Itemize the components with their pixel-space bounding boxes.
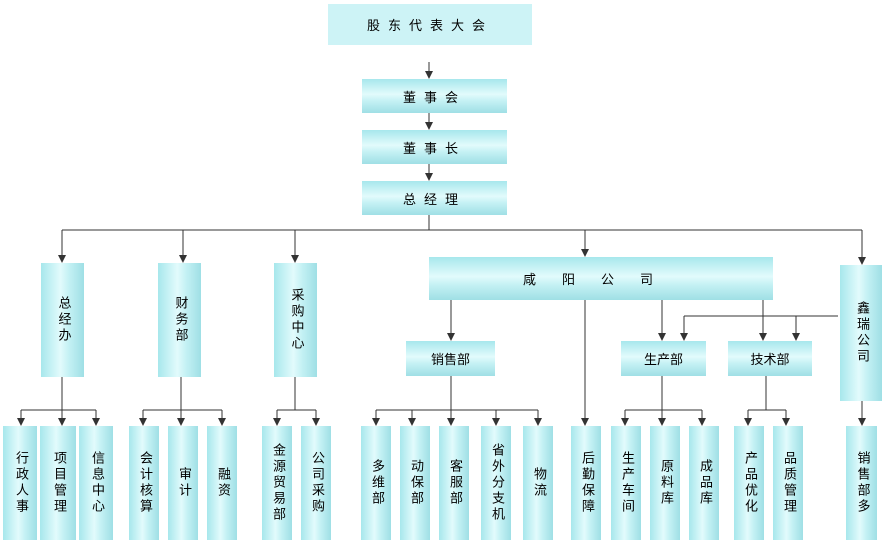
node-quality-management: 品质管理	[773, 426, 803, 540]
node-out-province-branch: 省外分支机	[481, 426, 511, 540]
node-dongbao: 动保部	[400, 426, 430, 540]
node-xinrui-company: 鑫瑞公司	[840, 265, 882, 401]
node-tech-dept: 技术部	[728, 341, 812, 376]
node-logistics: 物流	[523, 426, 553, 540]
node-financing: 融资	[207, 426, 237, 540]
node-project-mgmt: 项目管理	[40, 426, 76, 540]
node-production-dept: 生产部	[621, 341, 706, 376]
node-chairman: 董事长	[362, 130, 507, 164]
node-raw-material-store: 原料库	[650, 426, 680, 540]
node-production-workshop: 生产车间	[611, 426, 641, 540]
node-company-purchase: 公司采购	[301, 426, 331, 540]
node-purchase-center: 采购中心	[274, 263, 317, 377]
node-finance: 财务部	[158, 263, 201, 377]
node-gm-office: 总经办	[41, 263, 84, 377]
node-info-center: 信息中心	[79, 426, 113, 540]
node-xianyang-company: 咸阳公司	[429, 257, 773, 300]
node-audit: 审计	[168, 426, 198, 540]
node-logistics-support: 后勤保障	[571, 426, 601, 540]
node-xinrui-sales: 销售部多	[846, 426, 877, 540]
node-product-optimization: 产品优化	[734, 426, 764, 540]
node-admin-hr: 行政人事	[3, 426, 37, 540]
node-sales-dept: 销售部	[406, 341, 495, 376]
node-customer-service: 客服部	[439, 426, 469, 540]
node-duowei: 多维部	[361, 426, 391, 540]
node-jinyuan-trade: 金源贸易部	[262, 426, 292, 540]
node-finished-goods-store: 成品库	[689, 426, 719, 540]
node-accounting: 会计核算	[129, 426, 159, 540]
node-general-manager: 总经理	[362, 181, 507, 215]
node-shareholders: 股东代表大会	[328, 4, 532, 45]
node-board: 董事会	[362, 79, 507, 113]
